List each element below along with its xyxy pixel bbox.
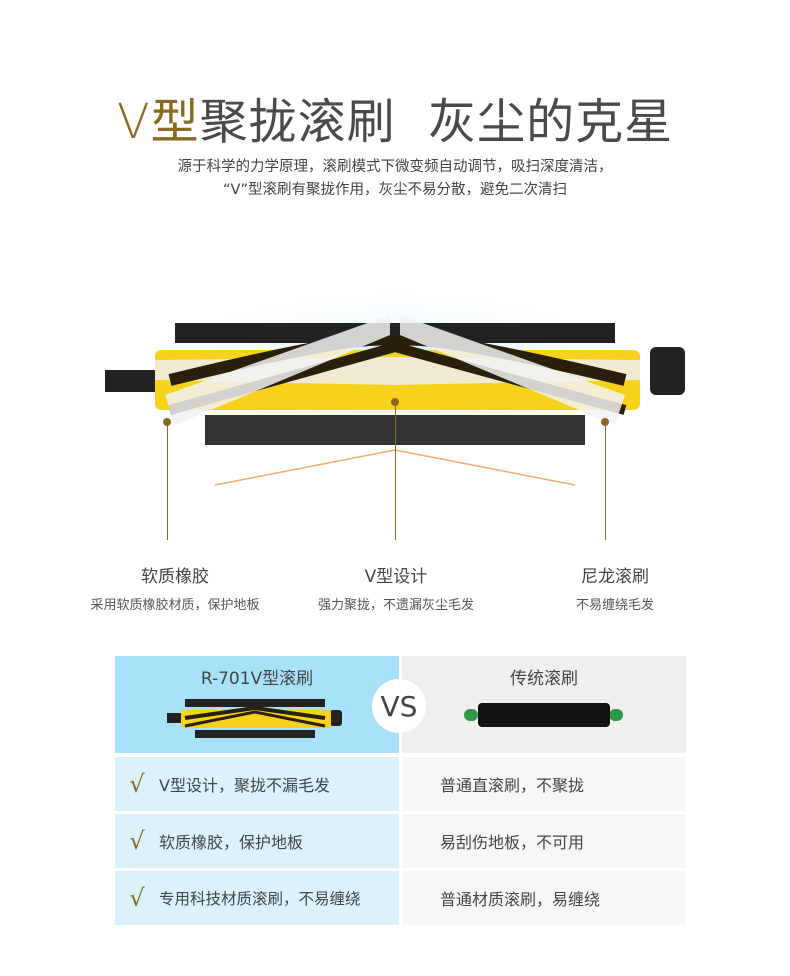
callout-line-rubber [167,425,168,540]
callout-desc-rubber: 采用软质橡胶材质，保护地板 [90,598,260,613]
traditional-brush-thumbnail [464,703,623,727]
callout-line-v [395,405,396,540]
subtitle-line-1: 源于科学的力学原理，滚刷模式下微变频自动调节，吸扫深度清洁， [177,159,613,175]
compare-header-left: R-701V型滚刷 [115,656,399,753]
v-roller-brush-image [105,285,685,486]
compare-row-left: √专用科技材质滚刷，不易缠绕 [115,871,399,925]
compare-row-right: 普通直滚刷，不聚拢 [402,757,686,811]
callout-label-v: V型设计 [364,567,428,587]
compare-row-left: √软质橡胶，保护地板 [115,814,399,868]
callout-label-nylon: 尼龙滚刷 [581,567,649,587]
v-brush-thumbnail [167,699,342,738]
callout-line-nylon [605,425,606,540]
check-icon: √ [129,884,145,912]
left-title: R-701V型滚刷 [200,669,314,689]
check-icon: √ [129,827,145,855]
compare-row-left: √V型设计，聚拢不漏毛发 [115,757,399,811]
right-title: 传统滚刷 [510,669,578,689]
callout-label-rubber: 软质橡胶 [141,567,209,587]
vs-badge: VS [372,679,426,733]
check-icon: √ [129,770,145,798]
compare-header-right: 传统滚刷 [402,656,686,753]
compare-row-right: 易刮伤地板，不可用 [402,814,686,868]
callout-desc-nylon: 不易缠绕毛发 [575,598,654,613]
compare-row-right: 普通材质滚刷，易缠绕 [402,871,686,925]
callout-desc-v: 强力聚拢，不遗漏灰尘毛发 [317,598,474,613]
page-title: V型聚拢滚刷 灰尘的克星 [116,94,674,150]
subtitle-line-2: “V”型滚刷有聚拢作用，灰尘不易分散，避免二次清扫 [223,182,567,198]
